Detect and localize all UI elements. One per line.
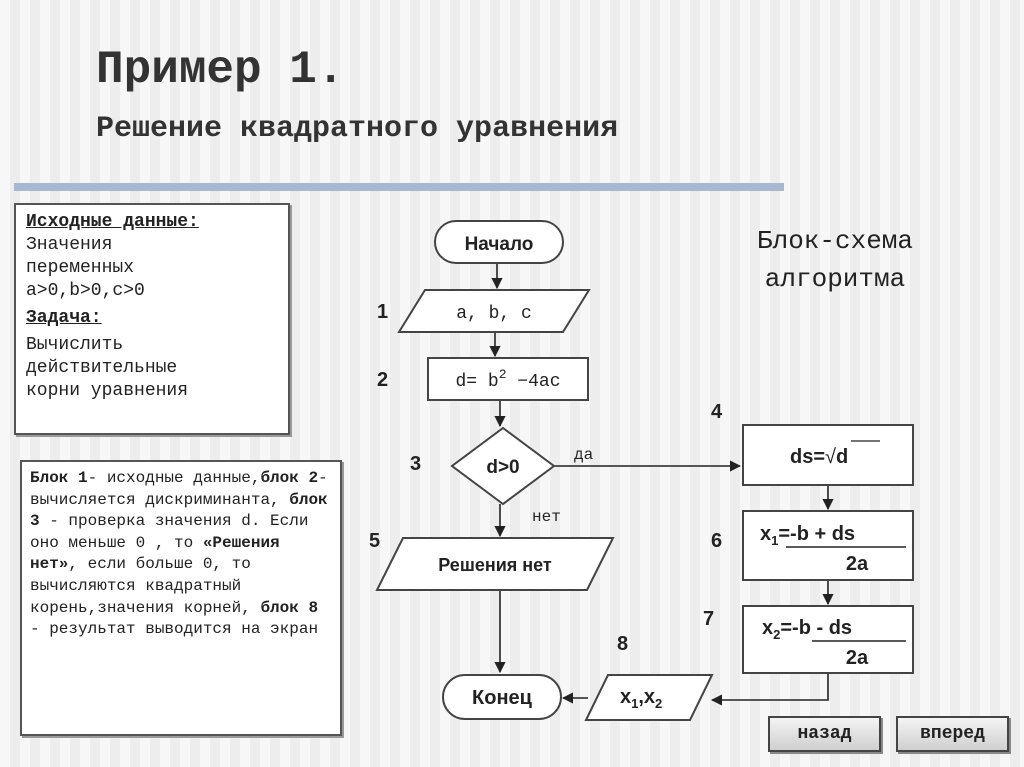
given-data-line: Значения (26, 235, 113, 255)
x1-denominator: 2a (846, 553, 869, 575)
desc-part: блок 3 (30, 490, 328, 531)
x1-numerator: x1=-b + ds (760, 523, 855, 548)
connector-x2-output (710, 673, 829, 706)
block-number: 2 (377, 369, 388, 391)
forward-button[interactable]: вперед (896, 716, 1009, 752)
output-s2: 2 (655, 696, 662, 711)
no-solution-label: Решения нет (438, 555, 552, 575)
x2-num: =-b - ds (780, 617, 852, 639)
output-parallelogram (584, 674, 714, 721)
given-data-line: переменных (26, 258, 135, 278)
end-terminator (442, 674, 562, 720)
title-divider (14, 183, 784, 191)
disc-sup: 2 (499, 367, 507, 382)
output-label: x1,x2 (620, 686, 662, 711)
sqrt-left: ds= (790, 446, 825, 468)
no-solution-parallelogram (375, 537, 615, 591)
given-data-line: a>0,b>0,c>0 (26, 281, 145, 301)
sqrt-radical-icon: √ (825, 446, 836, 468)
x1-sub: 1 (771, 533, 778, 548)
x2-var: x (762, 617, 773, 639)
condition-diamond (450, 426, 556, 506)
x1-var: x (760, 523, 771, 545)
block-number: 4 (711, 401, 723, 423)
block-number: 3 (410, 453, 421, 475)
output-s1: 1 (631, 696, 638, 711)
sqrt-block (742, 424, 914, 486)
x1-block (742, 510, 914, 581)
desc-part: - проверка значения d. Если оно меньше 0… (30, 512, 309, 552)
input-label: a, b, c (456, 304, 532, 324)
schema-title-line: алгоритма (764, 264, 906, 294)
output-a: x (620, 686, 631, 708)
given-data-box: Исходные данные: Значения переменных a>0… (14, 203, 290, 435)
condition-label: d>0 (486, 457, 519, 478)
page-subtitle: Решение квадратного уравнения (96, 112, 619, 146)
block-number: 1 (377, 301, 388, 323)
desc-part: -вычисляется дискриминанта, (30, 469, 328, 509)
task-line: действительные (26, 358, 178, 378)
start-label: Начало (465, 234, 534, 255)
desc-part: блок 2 (260, 469, 319, 487)
back-button[interactable]: назад (768, 716, 881, 752)
desc-part: блок 8 (260, 598, 319, 617)
block-number: 8 (617, 633, 628, 655)
task-line: Вычислить (26, 335, 124, 355)
given-data-heading: Исходные данные: (26, 212, 199, 232)
disc-rest: −4ac (507, 372, 561, 392)
disc-base: d= b (455, 372, 498, 392)
block-number: 5 (369, 530, 380, 552)
yes-label: да (574, 446, 594, 464)
schema-title: Блок-схема алгоритма (735, 222, 935, 298)
discriminant-block (427, 357, 589, 401)
task-line: корни уравнения (26, 381, 189, 401)
block-number: 6 (711, 530, 722, 552)
sqrt-label: ds=√d (790, 446, 848, 468)
output-sep: ,x (638, 686, 655, 708)
x2-denominator: 2a (846, 647, 869, 669)
end-label: Конец (472, 687, 533, 709)
desc-part: - исходные данные, (87, 469, 261, 487)
schema-title-line: Блок-схема (756, 226, 914, 256)
block-number: 7 (703, 608, 714, 630)
sqrt-arg: d (836, 446, 848, 468)
task-heading: Задача: (26, 308, 102, 328)
discriminant-label: d= b2 −4ac (455, 367, 560, 392)
x2-numerator: x2=-b - ds (762, 617, 852, 642)
x1-num: =-b + ds (778, 523, 855, 545)
no-label: нет (532, 508, 561, 526)
x2-sub: 2 (773, 627, 780, 642)
desc-part: «Решения нет» (30, 533, 280, 574)
description-box: Блок 1- исходные данные,блок 2-вычисляет… (20, 460, 342, 736)
x2-block (742, 605, 914, 674)
desc-part: , если больше 0, то вычисляются квадратн… (30, 555, 261, 617)
desc-part: Блок 1 (30, 469, 88, 487)
input-parallelogram (397, 289, 591, 333)
start-terminator (434, 220, 564, 264)
desc-part: - результат выводится на экран (30, 620, 319, 639)
page-title: Пример 1. (96, 44, 345, 96)
